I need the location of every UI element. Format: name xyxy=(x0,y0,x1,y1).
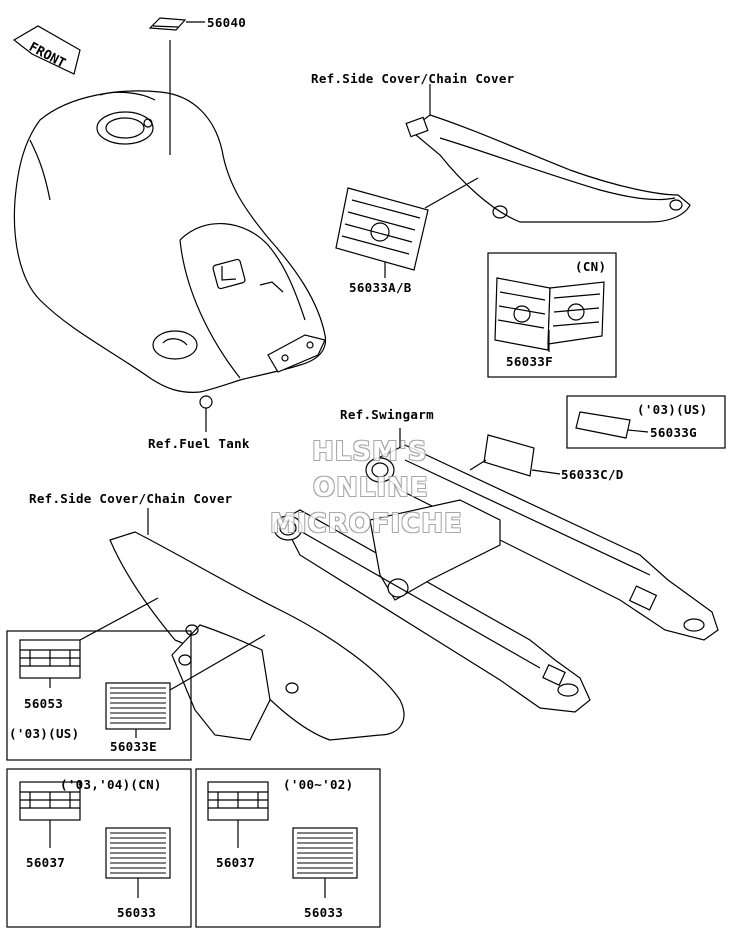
ref-side-cover-bottom: Ref.Side Cover/Chain Cover xyxy=(29,491,233,506)
part-number-56040: 56040 xyxy=(207,15,247,30)
part-number-56033e: 56033E xyxy=(110,739,157,754)
y0002-stripe-box xyxy=(195,768,381,928)
cn-0304-tag: ('03,'04)(CN) xyxy=(60,777,162,792)
part-number-56033-left: 56033 xyxy=(117,905,157,920)
watermark-line-2: ONLINE xyxy=(313,473,429,503)
us03-tag-left: ('03)(US) xyxy=(9,726,80,741)
part-number-56033cd: 56033C/D xyxy=(561,467,624,482)
side-cover-upper-drawing xyxy=(405,84,691,223)
watermark-line-1: HLSM'S xyxy=(312,437,428,467)
part-number-56033-right: 56033 xyxy=(304,905,344,920)
decal-56033cd-part xyxy=(399,428,561,477)
part-number-56033g: 56033G xyxy=(650,425,697,440)
part-number-56033ab: 56033A/B xyxy=(349,280,412,295)
ref-fuel-tank: Ref.Fuel Tank xyxy=(148,436,250,451)
cn-tag: (CN) xyxy=(575,259,607,274)
front-arrow-icon: FRONT xyxy=(12,25,81,75)
swingarm-drawing xyxy=(273,444,719,713)
watermark-line-3: MICROFICHE xyxy=(270,509,463,539)
part-number-56033f: 56033F xyxy=(506,354,553,369)
part-number-56037-right: 56037 xyxy=(216,855,256,870)
part-number-56053: 56053 xyxy=(24,696,64,711)
fuel-tank-drawing xyxy=(13,40,327,432)
chain-cover-lower-drawing xyxy=(79,508,405,741)
cn-0304-stripe-box xyxy=(6,768,192,928)
ref-swingarm: Ref.Swingarm xyxy=(340,407,434,422)
part-number-56037-left: 56037 xyxy=(26,855,66,870)
us03-stripe-box xyxy=(6,630,192,761)
cn-decal-box xyxy=(487,252,617,378)
ref-side-cover-top: Ref.Side Cover/Chain Cover xyxy=(311,71,515,86)
us03-tag: ('03)(US) xyxy=(637,402,708,417)
us03-decal-box xyxy=(566,395,726,449)
label-56040-part xyxy=(148,17,205,31)
front-arrow-text: FRONT xyxy=(26,40,68,72)
decal-56033ab-part xyxy=(335,187,429,278)
y0002-tag: ('00~'02) xyxy=(283,777,354,792)
